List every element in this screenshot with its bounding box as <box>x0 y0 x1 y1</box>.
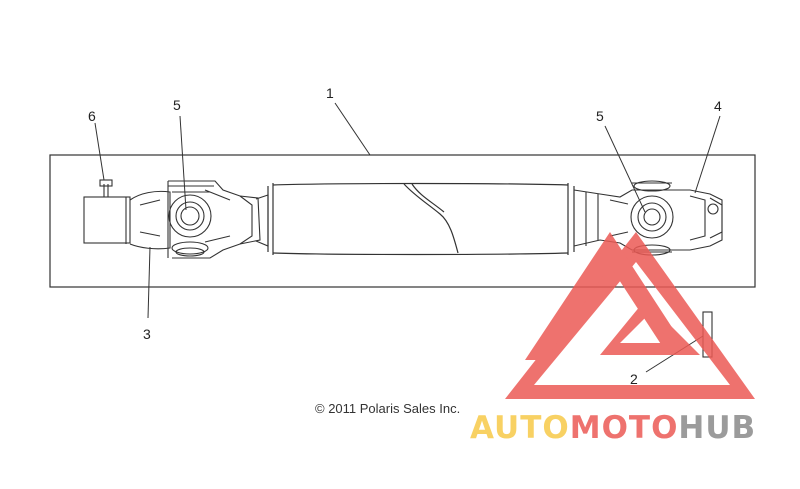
leader-lines <box>94 102 721 373</box>
watermark-text: AUTOMOTOHUB <box>470 410 756 446</box>
watermark-triangle-icon <box>505 232 755 399</box>
watermark-hub: HUB <box>678 410 756 446</box>
callout-3: 3 <box>143 326 151 342</box>
watermark-moto: MOTO <box>570 410 679 446</box>
callout-1: 1 <box>326 85 334 101</box>
callout-6: 6 <box>88 108 96 124</box>
callout-5-right: 5 <box>596 108 604 124</box>
left-u-joint <box>83 179 269 259</box>
callout-5-left: 5 <box>173 97 181 113</box>
automotohub-watermark: AUTOMOTOHUB <box>470 232 756 446</box>
assembly-frame <box>49 154 756 288</box>
callout-4: 4 <box>714 98 722 114</box>
callout-labels: 1 2 3 4 5 5 6 <box>88 85 722 387</box>
callout-2: 2 <box>630 371 638 387</box>
copyright-text: © 2011 Polaris Sales Inc. <box>315 401 460 416</box>
right-u-joint <box>573 180 723 256</box>
watermark-auto: AUTO <box>470 410 570 446</box>
driveshaft-tube <box>267 182 575 256</box>
